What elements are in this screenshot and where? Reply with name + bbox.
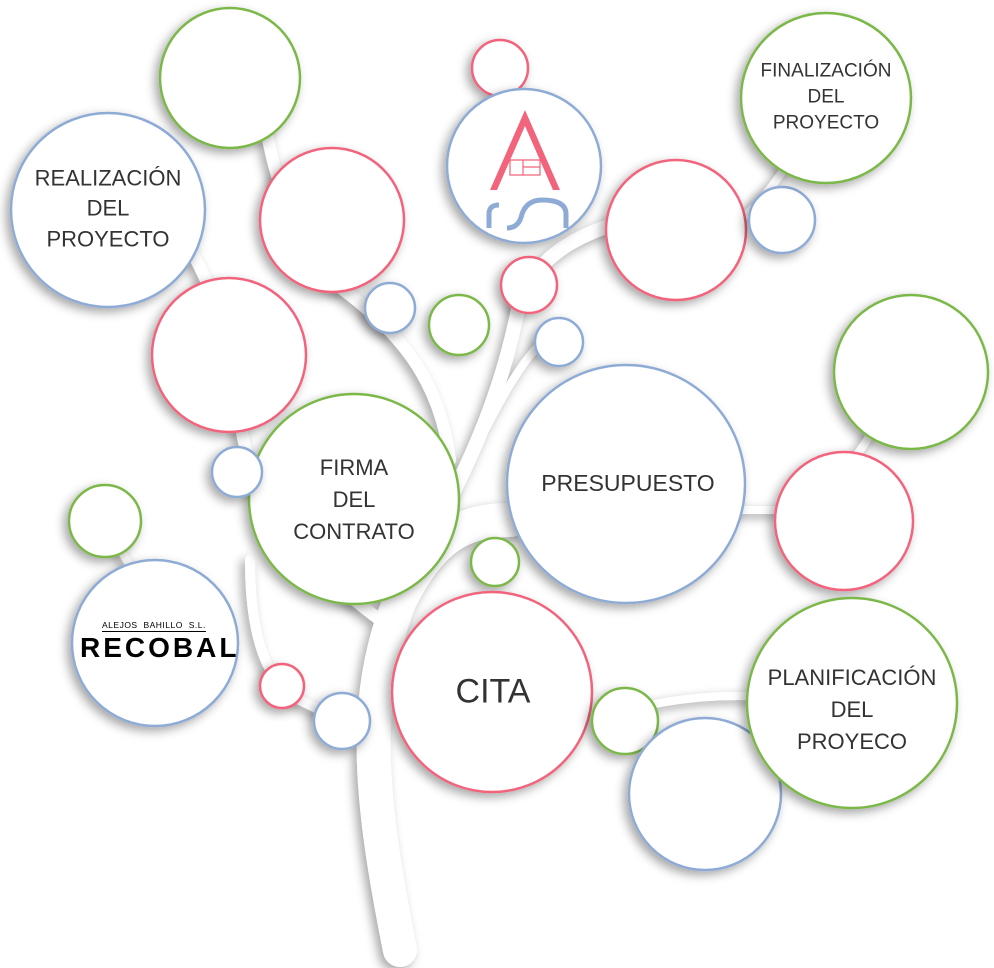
label-line: DEL: [830, 697, 874, 723]
label-cita: CITA: [455, 672, 531, 711]
label-finalizacion: FINALIZACIÓN DEL PROYECTO: [761, 59, 892, 138]
label-presupuesto: PRESUPUESTO: [541, 470, 715, 497]
pink-circle-node: [150, 276, 308, 434]
green-circle-node: [67, 483, 143, 559]
label-line: FINALIZACIÓN: [760, 60, 892, 82]
blue-circle-node: [9, 111, 207, 309]
pink-circle-node: [773, 450, 915, 592]
logo-house-icon: [486, 110, 569, 231]
blue-circle-node: [70, 558, 240, 728]
window-shape: [509, 159, 541, 176]
blue-circle-node: [445, 87, 603, 245]
green-circle-node: [832, 293, 990, 451]
green-circle-node: [247, 392, 461, 606]
label-line: FIRMA: [319, 455, 389, 481]
rsn-letters: [486, 197, 569, 231]
label-line: REALIZACIÓN: [34, 165, 182, 191]
green-circle-node: [158, 6, 302, 150]
pink-circle-node: [390, 590, 594, 794]
green-circle-node: [739, 11, 913, 185]
pink-circle-node: [499, 255, 559, 315]
green-circle-node: [590, 686, 660, 756]
label-line: PROYECTO: [46, 226, 170, 252]
label-line: PROYECO: [796, 728, 908, 754]
label-line: DEL: [86, 195, 130, 221]
label-firma: FIRMA DEL CONTRATO: [293, 452, 414, 548]
recobal-logo: ALEJOS BAHILLO S.L. RECOBAL: [80, 620, 240, 666]
logo-company-main: RECOBAL: [80, 632, 240, 663]
label-line: PROYECTO: [772, 113, 880, 135]
blue-circle-node: [363, 281, 417, 335]
blue-circle-node: [505, 363, 747, 605]
blue-circle-node: [312, 691, 372, 751]
blue-circle-node: [627, 716, 783, 872]
label-line: CONTRATO: [293, 518, 415, 544]
label-line: PLANIFICACIÓN: [767, 665, 937, 691]
pink-circle-node: [258, 146, 406, 294]
green-circle-node: [427, 293, 491, 357]
label-planificacion: PLANIFICACIÓN DEL PROYECO: [768, 662, 937, 758]
pink-circle-node: [604, 158, 748, 302]
pink-circle-node: [470, 38, 530, 98]
label-realizacion: REALIZACIÓN DEL PROYECTO: [35, 163, 182, 254]
blue-circle-node: [533, 316, 585, 368]
blue-circle-node: [747, 185, 817, 255]
roof-shape: [490, 110, 560, 190]
logo-company-top: ALEJOS BAHILLO S.L.: [102, 620, 206, 632]
green-circle-node: [745, 596, 959, 810]
green-circle-node: [469, 536, 521, 588]
label-line: DEL: [332, 487, 376, 513]
pink-circle-node: [258, 662, 306, 710]
blue-circle-node: [210, 445, 264, 499]
label-line: DEL: [807, 86, 845, 108]
circle-nodes: [9, 6, 990, 872]
